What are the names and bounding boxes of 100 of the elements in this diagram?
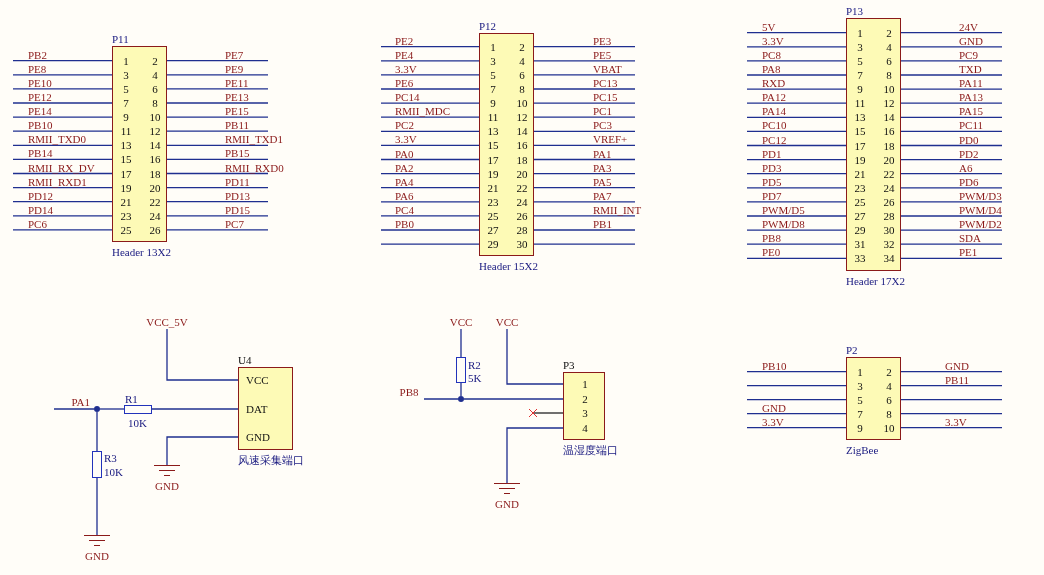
net-label: PC3 [593, 120, 612, 131]
pin-number: 7 [856, 407, 864, 420]
net-label: PC9 [959, 49, 978, 60]
pin-number: 1 [856, 26, 864, 39]
pin-number: 19 [853, 153, 867, 166]
component-value: 10K [104, 466, 123, 478]
pin-number: 1 [856, 365, 864, 378]
designator-label: P13 [846, 5, 864, 17]
net-label: PD15 [225, 204, 251, 215]
pin-number: 1 [581, 378, 589, 390]
pin-number: 25 [119, 223, 133, 236]
net-label: PC15 [593, 92, 618, 103]
net-label: PA12 [762, 92, 787, 103]
net-label: A6 [959, 162, 973, 173]
designator-label: P12 [479, 20, 497, 32]
pin-number: 26 [515, 209, 529, 222]
pin-number: 10 [882, 83, 896, 96]
pin-number: 8 [885, 407, 893, 420]
designator-label: P2 [846, 344, 858, 356]
pin-number: 2 [885, 26, 893, 39]
pin-number: 15 [486, 139, 500, 152]
wire [53, 408, 95, 410]
pin-number: 14 [515, 125, 529, 138]
pin-number: 21 [486, 181, 500, 194]
pin-number: 17 [853, 139, 867, 152]
net-label: PB15 [225, 148, 250, 159]
net-label: 24V [959, 21, 978, 32]
net-label: 3.3V [945, 416, 967, 427]
pin-number: 22 [515, 181, 529, 194]
net-label: PE6 [395, 78, 414, 88]
component-value: R1 [125, 392, 138, 405]
pin-number: 5 [122, 82, 130, 95]
wire [460, 382, 462, 397]
net-label: PE11 [225, 77, 249, 88]
designator-label: U4 [238, 354, 252, 366]
pin-number: 17 [119, 167, 133, 180]
pin-name: VCC [246, 374, 270, 386]
pin-number: 6 [885, 393, 893, 406]
ground-label: GND [494, 498, 520, 510]
net-label: PD5 [762, 176, 782, 187]
net-label: PA8 [762, 64, 781, 74]
pin-number: 4 [885, 379, 893, 392]
pin-number: 3 [856, 379, 864, 392]
net-label: GND [945, 360, 969, 371]
net-label: PB8 [394, 386, 424, 399]
pin-number: 7 [489, 83, 497, 95]
net-label: VCC [487, 316, 527, 329]
pin-number: 7 [122, 97, 130, 109]
pin-number: 16 [148, 153, 162, 166]
pin-number: 25 [486, 209, 500, 222]
wire [96, 477, 98, 536]
pin-number: 23 [853, 181, 867, 194]
net-label: RMII_MDC [395, 106, 450, 117]
pin-number: 20 [148, 181, 162, 194]
net-label: PWM/D8 [762, 219, 805, 230]
net-label: SDA [959, 233, 981, 244]
wire [460, 328, 462, 358]
net-label: PA3 [593, 162, 612, 173]
net-label: PWM/D3 [959, 190, 1002, 201]
net-label: PA6 [395, 190, 414, 201]
net-label: RMII_TXD1 [225, 134, 284, 145]
net-label: PB1 [593, 219, 612, 229]
pin-number: 18 [515, 153, 529, 166]
pin-number: 1 [489, 40, 497, 53]
component-value: R2 [468, 359, 481, 371]
net-label: PC12 [762, 134, 787, 145]
net-label: PE9 [225, 63, 244, 74]
pin-number: 5 [856, 393, 864, 406]
pin-number: 23 [119, 209, 133, 222]
net-label: RMII_TXD0 [28, 134, 87, 145]
pin-number: 2 [518, 40, 526, 53]
pin-number: 22 [882, 167, 896, 180]
part-label: 温湿度端口 [563, 444, 618, 456]
net-label: PC6 [28, 218, 47, 229]
net-label: PC4 [395, 204, 414, 215]
net-label: PC13 [593, 78, 618, 88]
net-label: PD7 [762, 190, 782, 201]
net-label: PE5 [593, 49, 612, 60]
net-label: PA0 [395, 148, 414, 159]
pin-number: 11 [853, 97, 867, 110]
pin-number: 15 [119, 153, 133, 166]
pin-number: 12 [148, 125, 162, 138]
pin-number: 12 [882, 97, 896, 110]
net-label: RMII_RXD0 [225, 162, 284, 173]
pin-number: 27 [486, 224, 500, 236]
net-label: PD1 [762, 148, 782, 159]
wire [463, 398, 564, 400]
pin-number: 2 [581, 393, 589, 405]
net-label: PE4 [395, 49, 414, 60]
wire [151, 408, 239, 410]
ground-label: GND [84, 550, 110, 562]
pin-number: 22 [148, 195, 162, 208]
designator-label: P3 [563, 359, 575, 371]
wire [166, 436, 239, 466]
pin-number: 18 [882, 139, 896, 152]
net-label: PE3 [593, 35, 612, 46]
pin-number: 4 [581, 422, 589, 434]
pin-number: 25 [853, 195, 867, 208]
net-label: PC1 [593, 106, 612, 117]
net-label: PE8 [28, 63, 47, 74]
